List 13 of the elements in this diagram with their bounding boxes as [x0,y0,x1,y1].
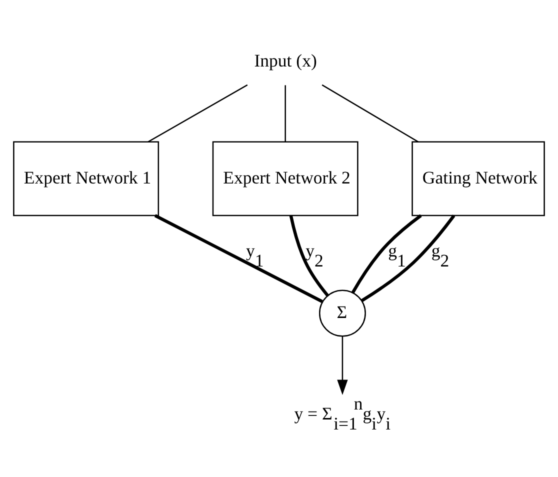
connector [148,84,248,142]
node-box: Expert Network 1 [13,140,160,216]
connector [351,214,422,293]
arrow [337,336,348,394]
node-circle: Σ [318,289,366,336]
node-box: Gating Network [412,140,545,216]
connector [360,214,456,302]
node-box: Expert Network 2 [212,140,358,216]
node-text: Input (x) [254,50,317,70]
connector [322,84,418,142]
connector [154,214,323,302]
connector [289,214,329,296]
connector [284,84,286,142]
